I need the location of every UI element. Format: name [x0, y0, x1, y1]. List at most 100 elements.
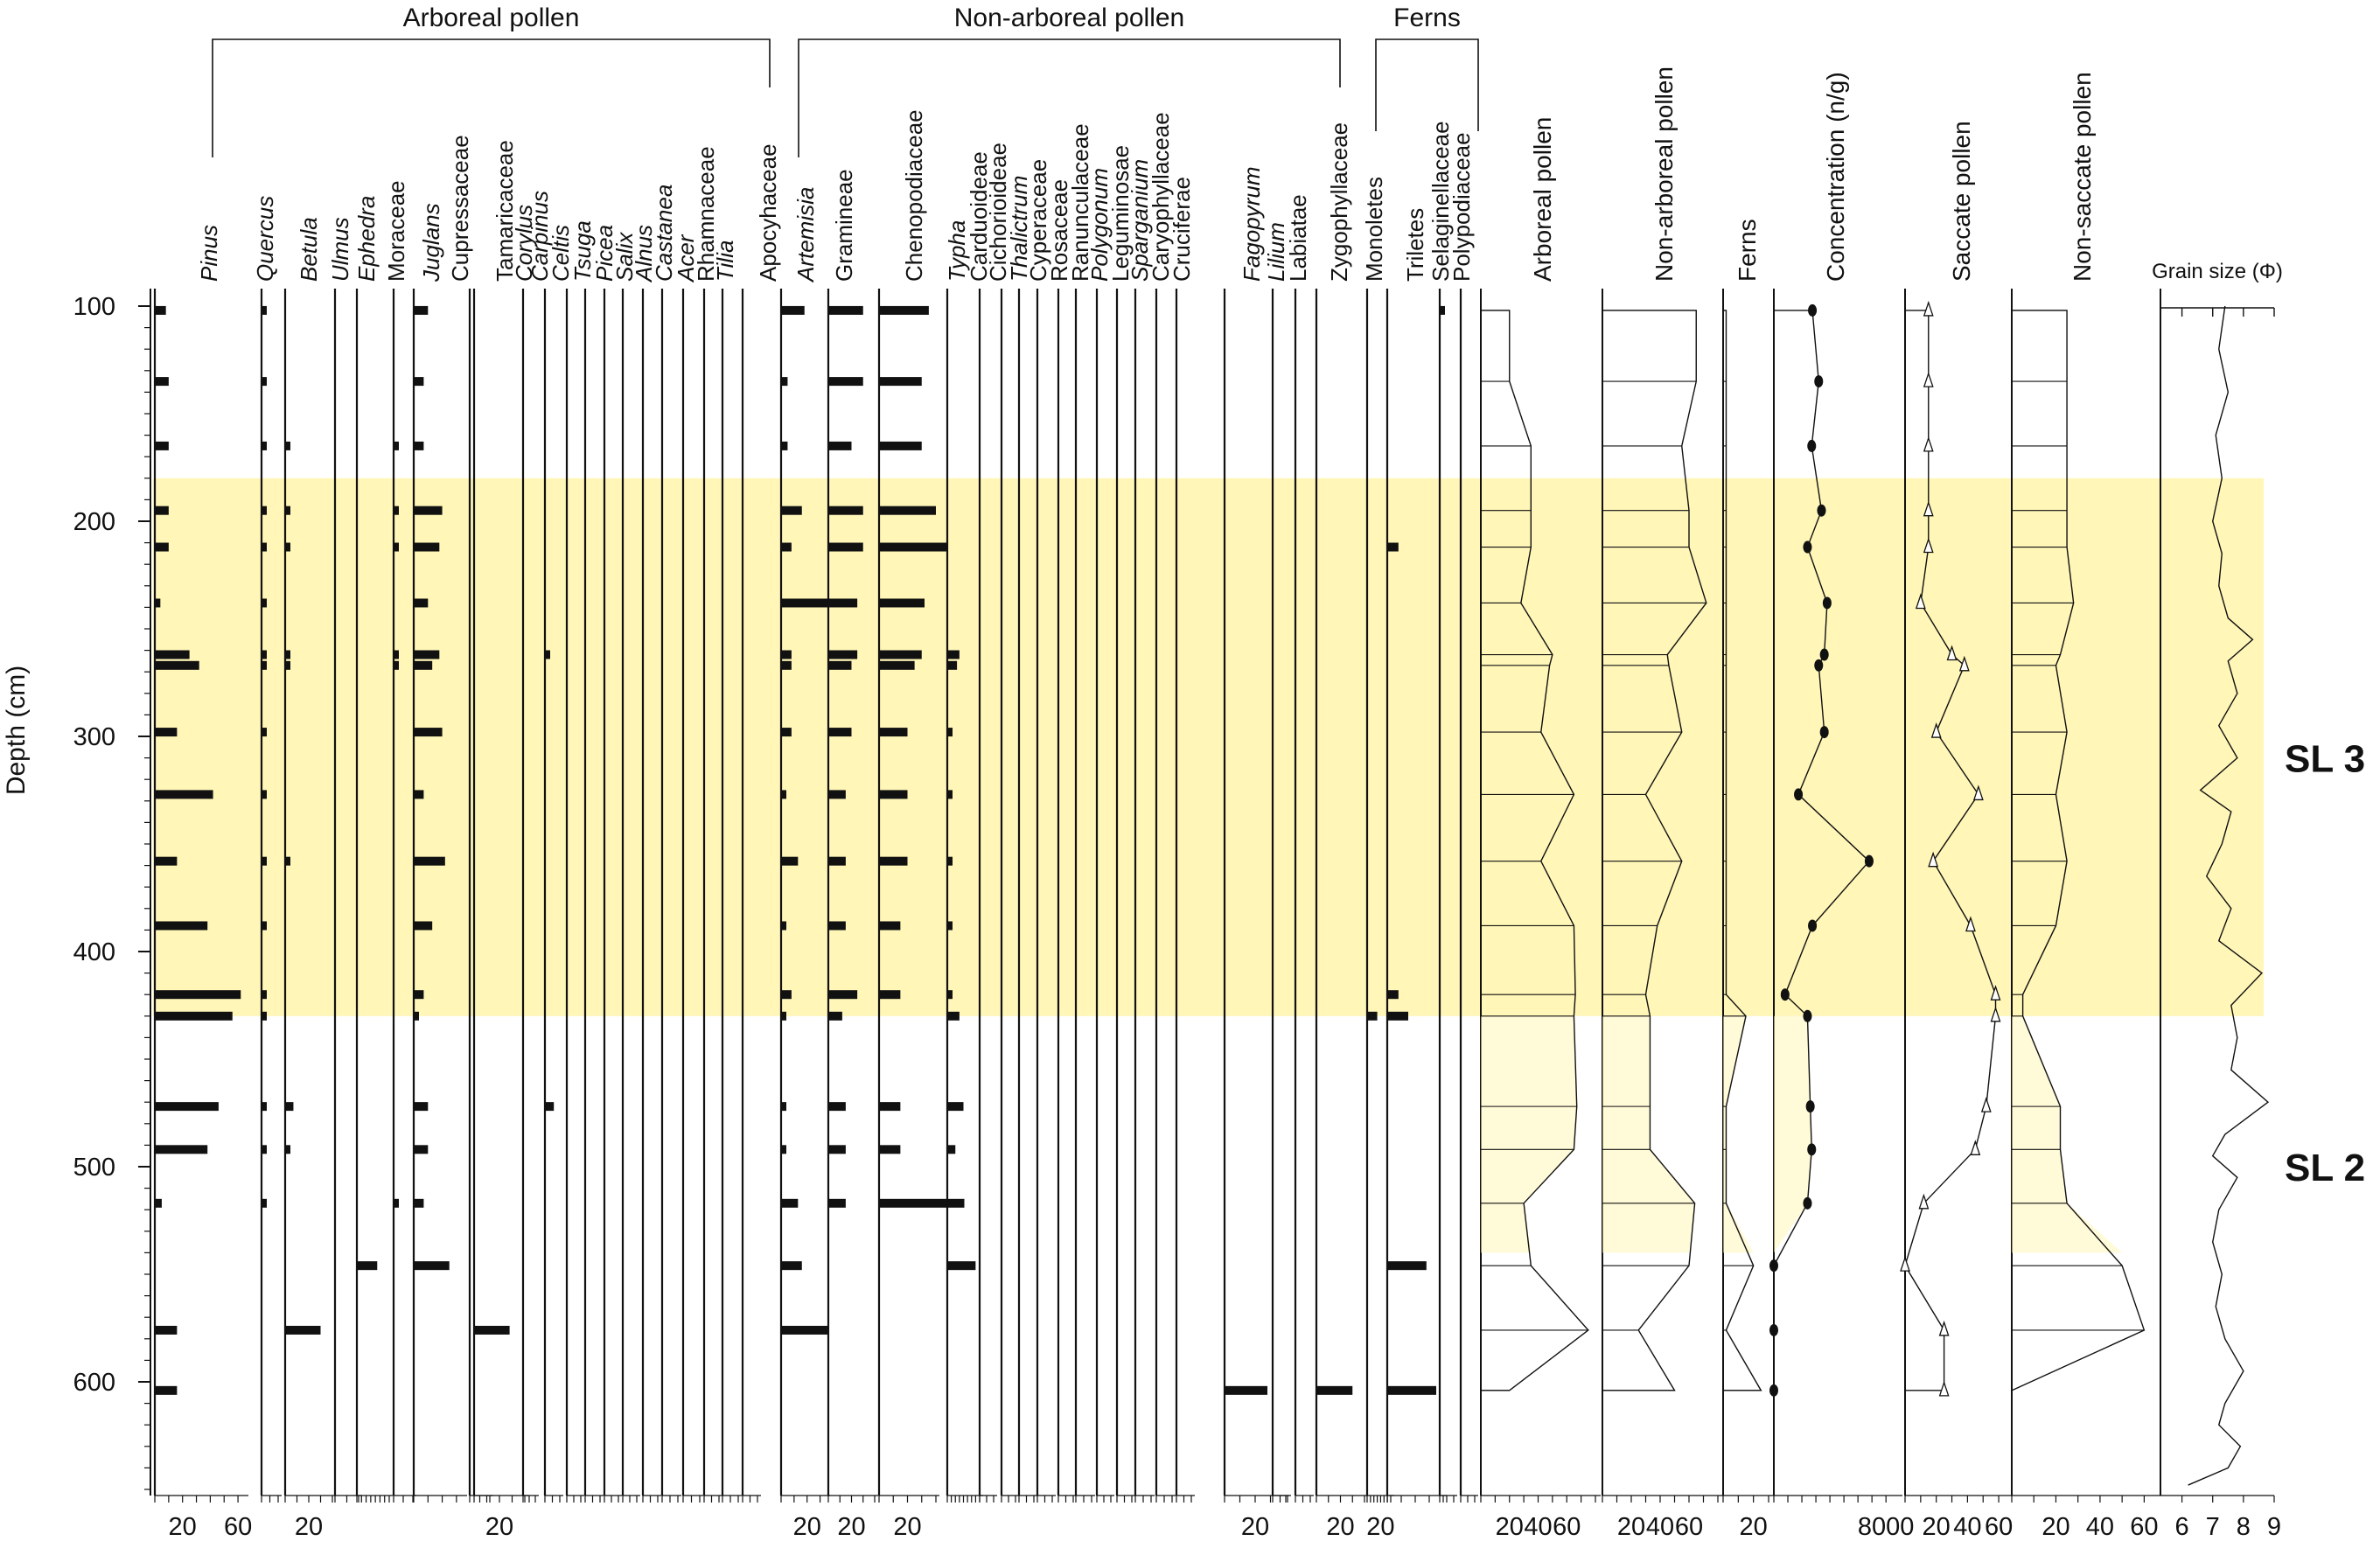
- data-point: [1930, 722, 1942, 738]
- taxon-x-axis: [469, 1495, 493, 1503]
- taxon-bar: [828, 1102, 846, 1112]
- taxon-bar: [155, 921, 208, 931]
- taxon-bar: [828, 660, 852, 670]
- curve-header-saccate-pollen: Saccate pollen: [1948, 121, 1975, 282]
- taxon-bar: [414, 1261, 450, 1271]
- taxon-column-triletes: [1385, 289, 1447, 1503]
- data-point: [1923, 372, 1934, 387]
- taxon-x-axis: [661, 1495, 681, 1503]
- taxon-x-axis: 20: [284, 1495, 336, 1541]
- taxon-bar: [781, 598, 828, 608]
- taxon-column-ranunculaceae: [1074, 289, 1095, 1503]
- taxon-bar: [879, 790, 908, 799]
- grain-tick-label: 8: [2237, 1513, 2251, 1541]
- taxon-header-triletes: Triletes: [1402, 208, 1428, 282]
- taxon-header-ephedra: Ephedra: [353, 196, 380, 282]
- axis-tick-label: 20: [1740, 1513, 1768, 1541]
- taxon-x-axis: [1155, 1495, 1176, 1503]
- taxon-header-gramineae: Gramineae: [831, 169, 857, 282]
- taxon-bar: [414, 305, 429, 315]
- curve-line: [1723, 310, 1762, 1391]
- taxon-header-alnus: Alnus: [631, 225, 657, 283]
- taxon-bar: [879, 1198, 965, 1208]
- taxon-bar: [879, 598, 925, 608]
- taxon-header-ranunculaceae: Ranunculaceae: [1067, 123, 1093, 282]
- taxon-bar: [262, 728, 267, 737]
- taxon-bar: [781, 542, 792, 552]
- taxon-bar: [1367, 1011, 1378, 1021]
- data-point: [1822, 596, 1832, 610]
- group-label: Non-arboreal pollen: [954, 3, 1185, 32]
- taxon-bar: [155, 377, 169, 387]
- taxon-x-axis: 20: [1316, 1495, 1368, 1541]
- taxon-header-labiatae: Labiatae: [1285, 194, 1311, 282]
- taxon-bar: [262, 660, 267, 670]
- taxon-bar: [828, 598, 858, 608]
- grain-tick-label: 7: [2206, 1513, 2220, 1541]
- taxon-bar: [1316, 1385, 1353, 1395]
- axis-tick-label: 20: [1326, 1513, 1354, 1541]
- taxon-bar: [828, 377, 863, 387]
- taxon-bar: [285, 441, 290, 450]
- taxon-bar: [828, 650, 858, 659]
- axis-tick-label: 40: [1953, 1513, 1981, 1541]
- taxon-bar: [781, 506, 802, 515]
- curve-header-concentration-n-g: Concentration (n/g): [1822, 72, 1849, 282]
- taxon-bar: [262, 921, 267, 931]
- curve-line: [1481, 310, 1589, 1391]
- taxon-bar: [394, 542, 399, 552]
- axis-tick-label: 8000: [1858, 1513, 1915, 1541]
- taxon-column-moraceae: [392, 289, 416, 1503]
- taxon-bar: [781, 441, 788, 450]
- taxon-bar: [155, 542, 169, 552]
- group-label: Ferns: [1393, 3, 1461, 32]
- taxon-bar: [947, 650, 960, 659]
- taxon-bar: [545, 650, 550, 659]
- taxon-column-quercus: [260, 289, 282, 1503]
- taxon-column-corylus: [521, 289, 539, 1503]
- data-point: [1814, 375, 1824, 388]
- taxon-x-axis: [1386, 1495, 1447, 1503]
- taxon-x-axis: [544, 1495, 563, 1503]
- taxon-bar: [828, 728, 852, 737]
- taxon-bar: [262, 441, 267, 450]
- taxon-header-castanea: Castanea: [651, 185, 677, 282]
- taxon-bar: [414, 1011, 419, 1021]
- taxon-x-axis: [1134, 1495, 1155, 1503]
- taxon-column-juglans: [412, 289, 467, 1503]
- taxon-column-zygophyllaceae: 20: [1315, 289, 1368, 1541]
- taxon-header-corylus: Corylus: [511, 205, 537, 282]
- taxon-x-axis: [584, 1495, 604, 1503]
- taxon-bar: [828, 305, 863, 315]
- taxon-bar: [1387, 542, 1399, 552]
- curve-panel-concentration-n-g: 8000: [1769, 289, 1914, 1541]
- taxon-column-rhamnaceae: [702, 289, 722, 1503]
- taxon-column-alnus: [641, 289, 661, 1503]
- taxon-bar: [781, 1261, 802, 1271]
- zone-label-sl-3: SL 3: [2285, 738, 2365, 781]
- taxon-bar: [414, 441, 424, 450]
- taxon-bar: [947, 856, 953, 866]
- data-point: [1970, 1140, 1981, 1155]
- data-point: [1958, 655, 1970, 672]
- taxon-bar: [394, 441, 399, 450]
- taxon-bar: [285, 660, 290, 670]
- data-point: [1769, 1384, 1778, 1397]
- taxon-bar: [1387, 1011, 1408, 1021]
- axis-tick-label: 20: [893, 1513, 921, 1541]
- taxon-x-axis: [742, 1495, 761, 1503]
- taxon-header-pinus: Pinus: [196, 225, 222, 282]
- zone-labels: SL 3SL 2: [2285, 738, 2365, 1189]
- taxon-column-artemisia: 20: [779, 289, 830, 1541]
- data-point: [1803, 540, 1812, 554]
- taxon-bar: [947, 728, 953, 737]
- taxon-x-axis: [682, 1495, 703, 1503]
